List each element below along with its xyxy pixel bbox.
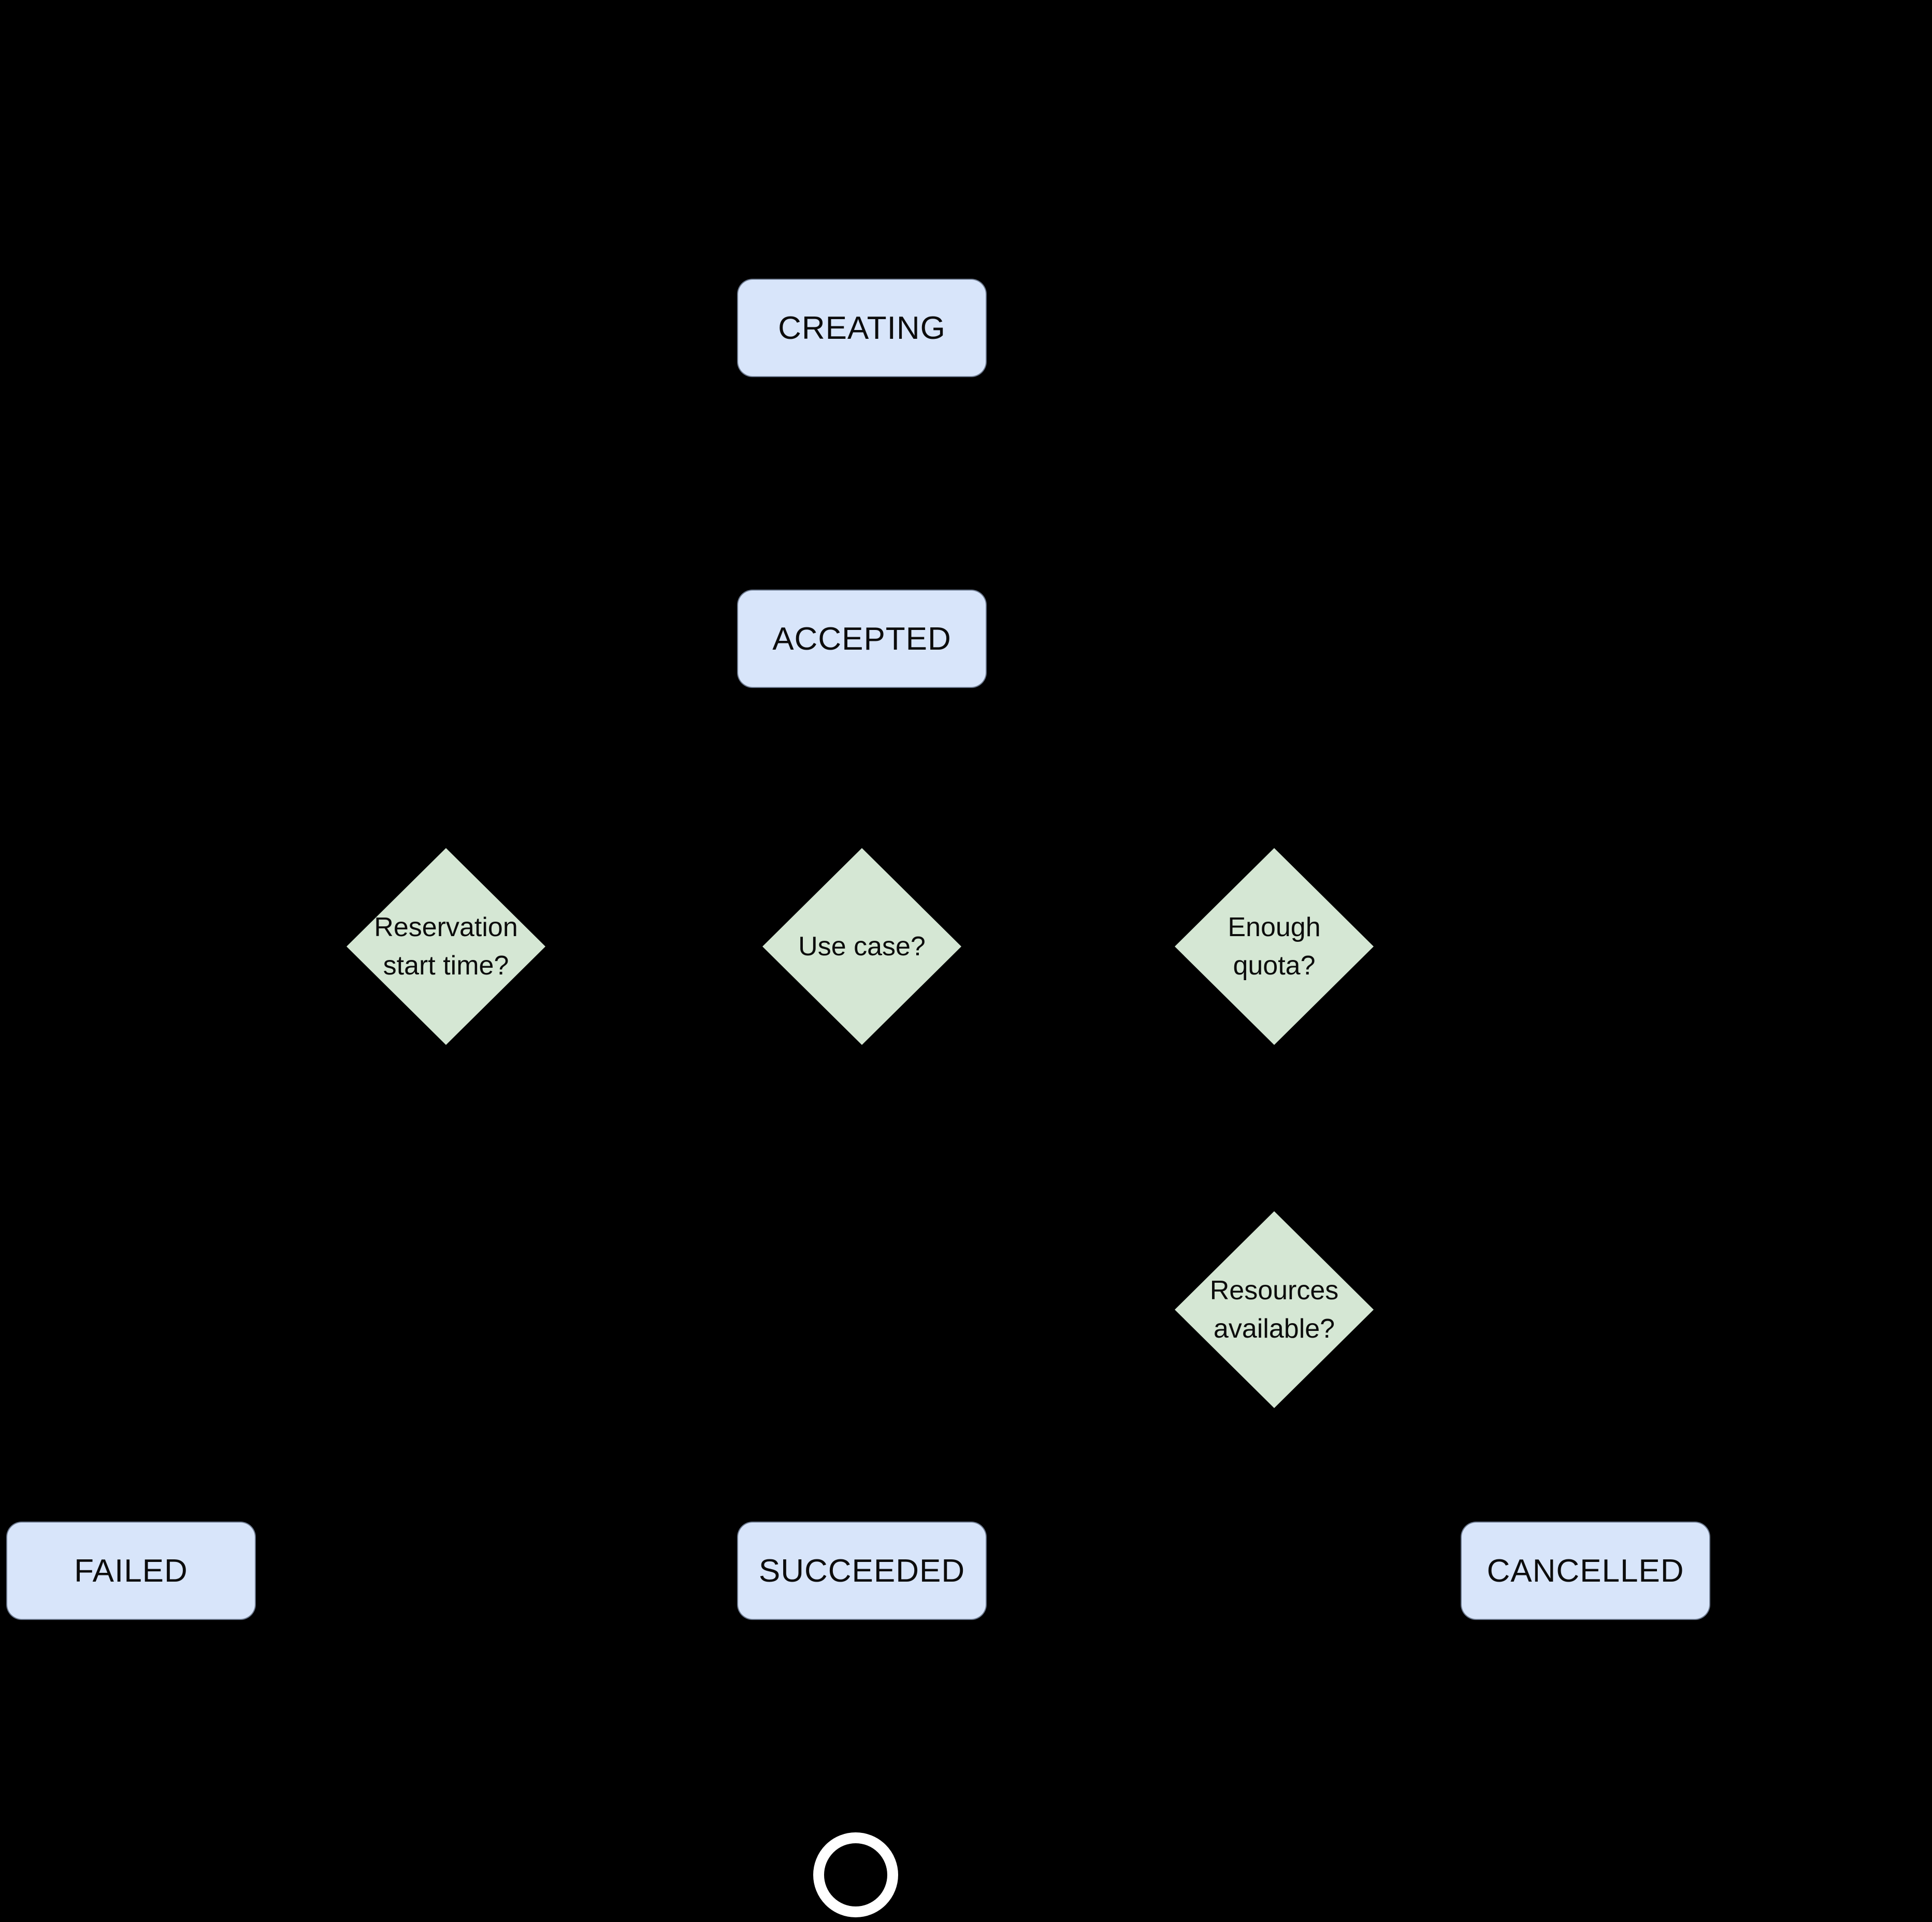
state-node-cancelled: CANCELLED: [1461, 1522, 1710, 1620]
state-label-failed: FAILED: [74, 1553, 188, 1589]
end-state-circle-icon: [813, 1832, 898, 1917]
state-label-creating: CREATING: [778, 310, 946, 346]
state-node-failed: FAILED: [6, 1522, 256, 1620]
decision-label-reservation-start-time: Reservation start time?: [374, 912, 518, 981]
decision-node-use-case: Use case?: [762, 848, 961, 1045]
state-label-cancelled: CANCELLED: [1487, 1553, 1684, 1589]
decision-node-reservation-start-time: Reservation start time?: [347, 848, 545, 1045]
state-label-succeeded: SUCCEEDED: [758, 1553, 965, 1589]
decision-node-enough-quota: Enough quota?: [1175, 848, 1374, 1045]
state-node-accepted: ACCEPTED: [737, 590, 987, 688]
decision-label-use-case: Use case?: [798, 931, 926, 962]
state-node-succeeded: SUCCEEDED: [737, 1522, 987, 1620]
decision-label-enough-quota: Enough quota?: [1228, 912, 1321, 981]
state-node-creating: CREATING: [737, 279, 987, 377]
decision-label-resources-available: Resources available?: [1209, 1275, 1339, 1344]
decision-node-resources-available: Resources available?: [1175, 1211, 1374, 1408]
state-label-accepted: ACCEPTED: [772, 621, 951, 657]
